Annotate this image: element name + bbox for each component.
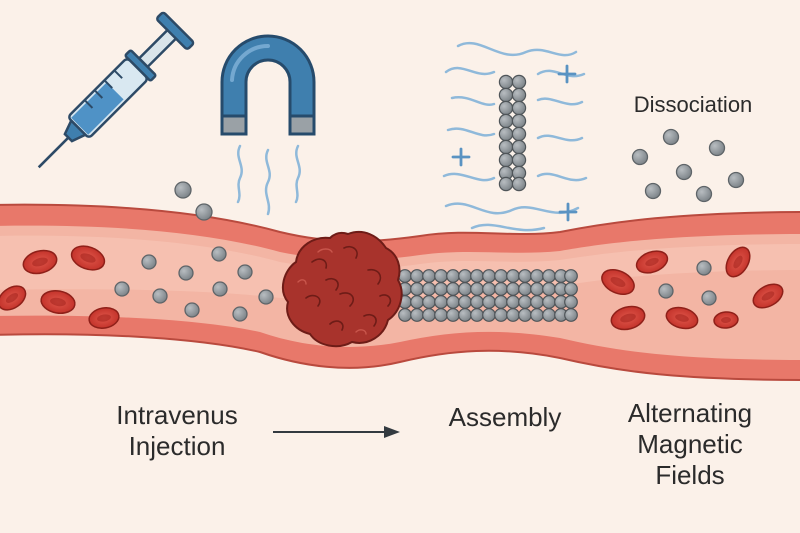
injection-label: Intravenus Injection xyxy=(92,400,262,462)
rbc xyxy=(752,283,784,309)
rbc xyxy=(665,306,699,330)
nanoparticle-chains xyxy=(398,269,578,322)
nanoparticle xyxy=(695,185,713,203)
nanoparticles-circulating xyxy=(114,246,274,322)
alternating-fields-label: Alternating Magnetic Fields xyxy=(600,398,780,491)
vertical-chain xyxy=(498,74,527,192)
nanoparticle xyxy=(174,181,192,199)
nanoparticle xyxy=(195,203,213,221)
horseshoe-magnet-icon xyxy=(220,34,316,216)
red-blood-cells xyxy=(0,245,784,331)
nanoparticle xyxy=(152,288,168,304)
nanoparticle xyxy=(141,254,157,270)
injection-label-line1: Intravenus xyxy=(116,400,238,430)
chain-row-1 xyxy=(398,269,578,283)
rbc xyxy=(610,305,646,331)
nanoparticle xyxy=(232,306,248,322)
rbc xyxy=(70,245,106,271)
right-arrow-icon xyxy=(273,426,400,438)
rbc xyxy=(601,268,635,296)
dissociation-label: Dissociation xyxy=(633,92,753,117)
assembly-label: Assembly xyxy=(448,402,562,432)
rbc xyxy=(725,246,751,278)
clot-body xyxy=(281,230,403,348)
chain-row-4 xyxy=(398,308,578,322)
nanoparticle xyxy=(178,265,194,281)
nanoparticle xyxy=(114,281,130,297)
nanoparticle xyxy=(701,290,717,306)
plus-sign xyxy=(451,64,578,222)
nanoparticle xyxy=(631,148,649,166)
rbc xyxy=(22,249,58,275)
nanoparticle xyxy=(212,281,228,297)
dissociated-nanoparticles xyxy=(631,128,745,203)
nanoparticle xyxy=(644,182,662,200)
nanoparticles-released xyxy=(658,260,717,306)
nanoparticle xyxy=(696,260,712,276)
alternating-field-assembly xyxy=(442,41,588,232)
injection-label-line2: Injection xyxy=(128,431,226,461)
nanoparticle xyxy=(211,246,227,262)
nanoparticle xyxy=(662,128,680,146)
nanoparticle xyxy=(258,289,274,305)
alternating-label-line3: Fields xyxy=(655,460,725,490)
nanoparticle xyxy=(658,283,674,299)
rbc xyxy=(635,250,669,274)
nanoparticle xyxy=(184,302,200,318)
syringe-icon xyxy=(37,11,195,169)
alternating-label-line1: Alternating xyxy=(627,398,753,428)
nanoparticle xyxy=(708,139,726,157)
blood-clot xyxy=(281,230,403,348)
rbc xyxy=(88,307,120,329)
chain-row-2 xyxy=(398,282,578,296)
nanoparticle xyxy=(675,163,693,181)
nanoparticle xyxy=(237,264,253,280)
rbc xyxy=(713,311,739,329)
injected-nanoparticles xyxy=(174,181,213,221)
nanoparticle xyxy=(727,171,745,189)
chain-row-3 xyxy=(398,295,578,309)
rbc xyxy=(40,290,76,314)
alternating-label-line2: Magnetic xyxy=(637,429,743,459)
rbc xyxy=(0,285,27,311)
